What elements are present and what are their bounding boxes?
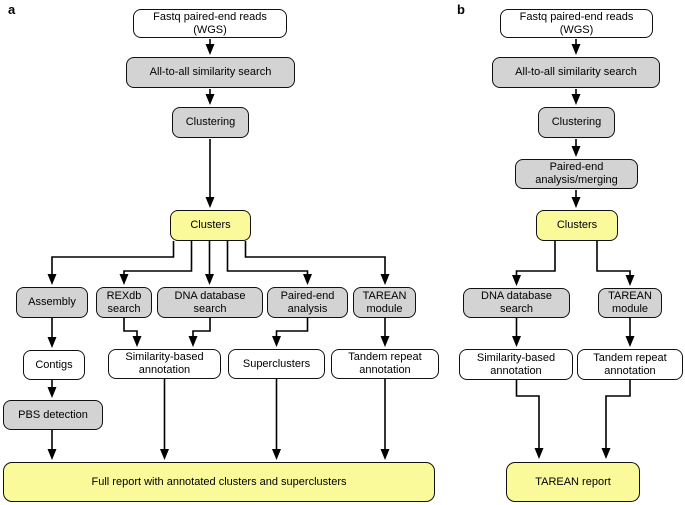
node-b-paired-end-merging: Paired-end analysis/merging xyxy=(515,159,638,189)
node-b-dna-database-search: DNA database search xyxy=(463,288,570,318)
panel-a-label: a xyxy=(8,2,16,17)
node-a-paired-end-analysis: Paired-end analysis xyxy=(267,287,348,318)
node-a-clusters: Clusters xyxy=(170,210,251,241)
arrow-a-clusters-to-rexdb xyxy=(119,241,193,285)
arrow-a-pairedend-to-superclusters xyxy=(272,318,309,347)
node-a-all-to-all-search: All-to-all similarity search xyxy=(126,57,295,88)
panel-b-label: b xyxy=(457,2,465,17)
arrow-a-dnasearch-to-simannotation xyxy=(188,318,211,347)
node-a-clustering: Clustering xyxy=(172,107,249,138)
node-a-assembly: Assembly xyxy=(16,287,88,318)
node-a-tarean-module: TAREAN module xyxy=(353,287,416,318)
node-a-full-report: Full report with annotated clusters and … xyxy=(3,462,435,502)
arrow-a-clusters-to-tarean xyxy=(244,241,390,285)
node-a-superclusters: Superclusters xyxy=(228,349,325,379)
arrow-b-tandem-to-report xyxy=(601,380,631,459)
node-b-clusters: Clusters xyxy=(536,210,618,241)
node-a-similarity-annotation: Similarity-based annotation xyxy=(108,349,221,379)
arrow-a-clusters-to-pairedend xyxy=(226,241,312,285)
arrow-a-clusters-to-assembly xyxy=(47,241,175,285)
node-b-similarity-annotation: Similarity-based annotation xyxy=(459,349,573,380)
node-b-tarean-report: TAREAN report xyxy=(506,462,640,502)
node-b-tandem-annotation: Tandem repeat annotation xyxy=(577,349,683,380)
node-b-clustering: Clustering xyxy=(538,107,615,138)
arrow-b-simannotation-to-report xyxy=(515,380,544,459)
node-a-tandem-annotation: Tandem repeat annotation xyxy=(331,349,439,379)
node-b-fastq-reads: Fastq paired-end reads (WGS) xyxy=(500,9,653,38)
node-a-rexdb-search: REXdb search xyxy=(96,287,152,318)
node-a-contigs: Contigs xyxy=(23,350,85,380)
node-b-all-to-all-search: All-to-all similarity search xyxy=(492,57,660,88)
arrow-a-rexdb-to-simannotation xyxy=(123,318,142,347)
arrow-b-clusters-to-dnasearch xyxy=(512,241,556,286)
node-a-dna-database-search: DNA database search xyxy=(157,287,263,318)
node-a-fastq-reads: Fastq paired-end reads (WGS) xyxy=(133,9,287,38)
node-a-pbs-detection: PBS detection xyxy=(3,400,103,430)
node-b-tarean-module: TAREAN module xyxy=(598,288,662,318)
arrow-b-clusters-to-tarean xyxy=(596,241,635,286)
